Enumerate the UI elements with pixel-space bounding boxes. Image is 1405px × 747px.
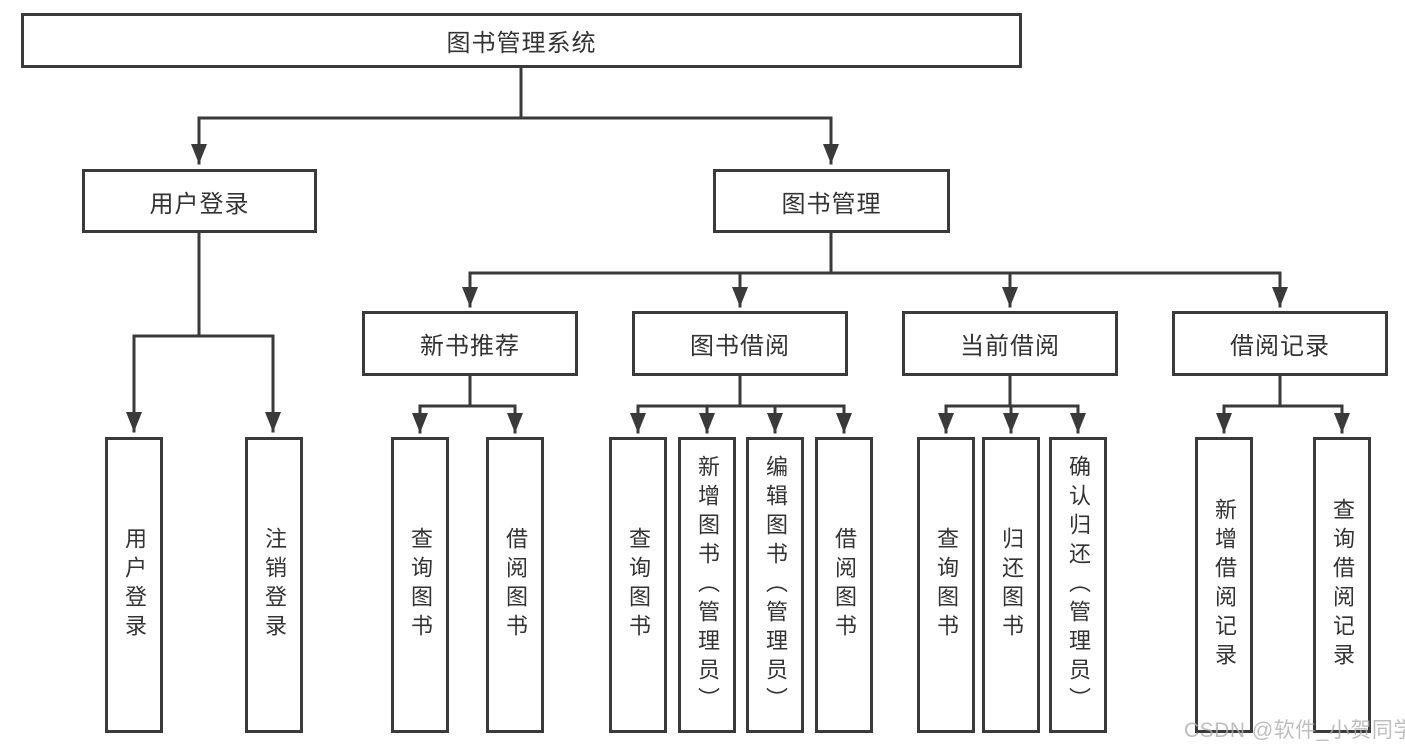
- node-borrow-record: 借阅记录: [1172, 311, 1388, 376]
- node-leaf-bb-query-book: 查询图书: [609, 437, 667, 733]
- edges-user-login: [126, 231, 281, 433]
- node-leaf-bb-query-book-label: 查询图书: [626, 527, 651, 643]
- node-new-book-rec: 新书推荐: [362, 311, 578, 376]
- edges-book-management: [462, 231, 1288, 308]
- node-current-borrow-label: 当前借阅: [960, 333, 1060, 360]
- node-current-borrow: 当前借阅: [902, 311, 1118, 376]
- node-user-login: 用户登录: [82, 169, 317, 233]
- node-leaf-cb-return-book: 归还图书: [982, 437, 1040, 733]
- node-leaf-nbr-query-book: 查询图书: [391, 437, 449, 733]
- edges-borrow-record: [1216, 374, 1350, 434]
- node-leaf-br-add-record: 新增借阅记录: [1195, 437, 1253, 733]
- node-leaf-cb-query-book: 查询图书: [917, 437, 975, 733]
- node-book-management: 图书管理: [713, 169, 950, 233]
- node-leaf-user-login: 用户登录: [105, 437, 163, 733]
- node-leaf-bb-edit-book-label: 编辑图书（管理员）: [763, 454, 788, 716]
- node-leaf-logout-label: 注销登录: [262, 527, 287, 643]
- node-leaf-br-query-record-label: 查询借阅记录: [1330, 498, 1355, 672]
- node-leaf-nbr-query-book-label: 查询图书: [408, 527, 433, 643]
- node-borrow-record-label: 借阅记录: [1230, 333, 1330, 360]
- node-leaf-bb-add-book: 新增图书（管理员）: [678, 437, 736, 733]
- edges-current-borrow: [938, 374, 1086, 434]
- node-root: 图书管理系统: [21, 13, 1022, 68]
- node-leaf-nbr-borrow-book: 借阅图书: [486, 437, 544, 733]
- node-leaf-bb-edit-book: 编辑图书（管理员）: [746, 437, 804, 733]
- node-book-borrow: 图书借阅: [632, 311, 848, 376]
- node-leaf-bb-borrow-book: 借阅图书: [815, 437, 873, 733]
- node-leaf-nbr-borrow-book-label: 借阅图书: [503, 527, 528, 643]
- node-book-borrow-label: 图书借阅: [690, 333, 790, 360]
- node-leaf-bb-borrow-book-label: 借阅图书: [832, 527, 857, 643]
- node-leaf-br-query-record: 查询借阅记录: [1313, 437, 1371, 733]
- node-leaf-logout: 注销登录: [245, 437, 303, 733]
- csdn-watermark: CSDN @软件_小贺同学: [1184, 719, 1405, 742]
- edges-book-borrow: [630, 374, 852, 434]
- node-leaf-bb-add-book-label: 新增图书（管理员）: [695, 454, 720, 716]
- edges-new-book-rec: [412, 374, 523, 434]
- node-new-book-rec-label: 新书推荐: [420, 333, 520, 360]
- node-leaf-user-login-label: 用户登录: [122, 527, 147, 643]
- node-leaf-cb-confirm-return-label: 确认归还（管理员）: [1066, 454, 1091, 716]
- node-leaf-cb-query-book-label: 查询图书: [934, 527, 959, 643]
- node-leaf-cb-return-book-label: 归还图书: [999, 527, 1024, 643]
- node-root-label: 图书管理系统: [446, 30, 597, 57]
- edges-root: [191, 66, 839, 165]
- node-book-management-label: 图书管理: [781, 190, 882, 218]
- node-leaf-cb-confirm-return: 确认归还（管理员）: [1049, 437, 1107, 733]
- node-leaf-br-add-record-label: 新增借阅记录: [1212, 498, 1237, 672]
- node-user-login-label: 用户登录: [149, 190, 250, 218]
